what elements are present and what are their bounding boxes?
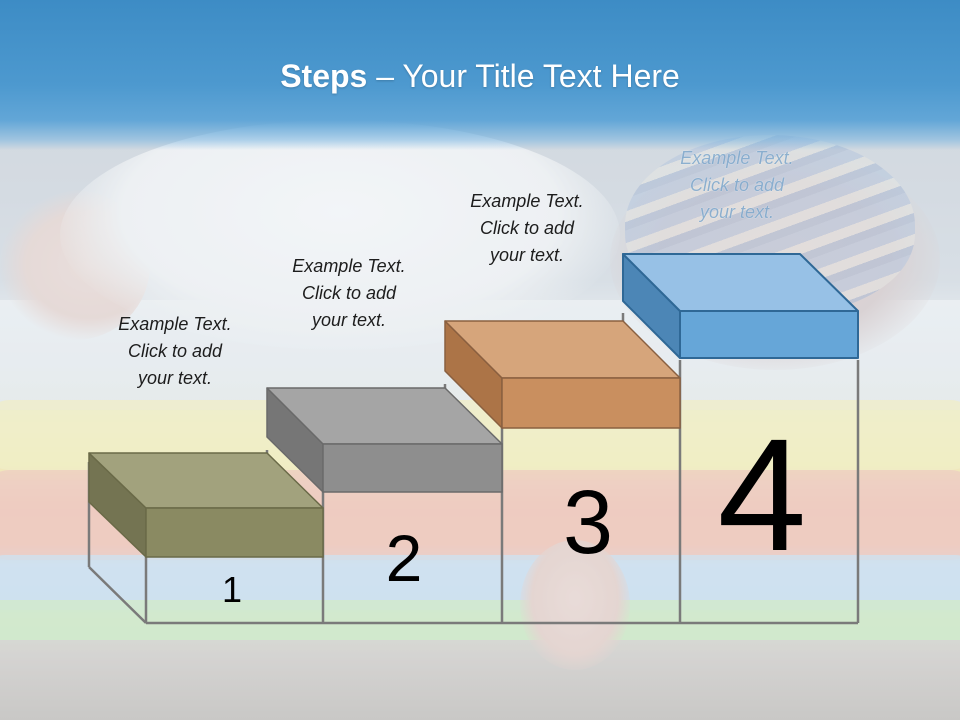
step-3-front bbox=[501, 377, 681, 429]
outline-base-diagonal bbox=[88, 566, 147, 624]
baby-diaper bbox=[60, 120, 620, 350]
towel-green bbox=[0, 600, 960, 640]
step-4-block[interactable] bbox=[622, 253, 859, 359]
step-3-number[interactable]: 3 bbox=[562, 473, 614, 573]
step-2-front bbox=[322, 443, 503, 493]
caption-line: your text. bbox=[137, 368, 213, 388]
step-4-front bbox=[679, 310, 859, 359]
caption-line: Click to add bbox=[127, 341, 223, 361]
title-bar bbox=[0, 0, 960, 150]
step-1-caption[interactable]: Example Text. Click to add your text. bbox=[75, 311, 275, 392]
caption-line: Click to add bbox=[689, 175, 785, 195]
caption-line: Example Text. bbox=[118, 314, 232, 334]
caption-line: your text. bbox=[489, 245, 565, 265]
step-2-caption[interactable]: Example Text. Click to add your text. bbox=[249, 253, 449, 334]
step-2-number[interactable]: 2 bbox=[385, 521, 423, 595]
wooden-floor bbox=[0, 640, 960, 720]
caption-line: your text. bbox=[699, 202, 775, 222]
baby-foot bbox=[520, 540, 630, 670]
caption-line: Example Text. bbox=[470, 191, 584, 211]
title-rest-part: – Your Title Text Here bbox=[367, 58, 680, 94]
step-2-block[interactable] bbox=[266, 387, 503, 493]
caption-line: your text. bbox=[311, 310, 387, 330]
caption-line: Click to add bbox=[301, 283, 397, 303]
slide-title[interactable]: Steps – Your Title Text Here bbox=[0, 56, 960, 96]
step-3-block[interactable] bbox=[444, 320, 681, 429]
step-1-number[interactable]: 1 bbox=[221, 569, 243, 610]
caption-line: Example Text. bbox=[292, 256, 406, 276]
step-4-caption[interactable]: Example Text. Click to add your text. bbox=[637, 145, 837, 226]
step-4-number[interactable]: 4 bbox=[717, 405, 807, 584]
step-3-caption[interactable]: Example Text. Click to add your text. bbox=[427, 188, 627, 269]
caption-line: Click to add bbox=[479, 218, 575, 238]
title-bold-part: Steps bbox=[280, 58, 368, 94]
caption-line: Example Text. bbox=[680, 148, 794, 168]
step-1-front bbox=[145, 507, 324, 558]
step-1-block[interactable] bbox=[88, 452, 324, 558]
